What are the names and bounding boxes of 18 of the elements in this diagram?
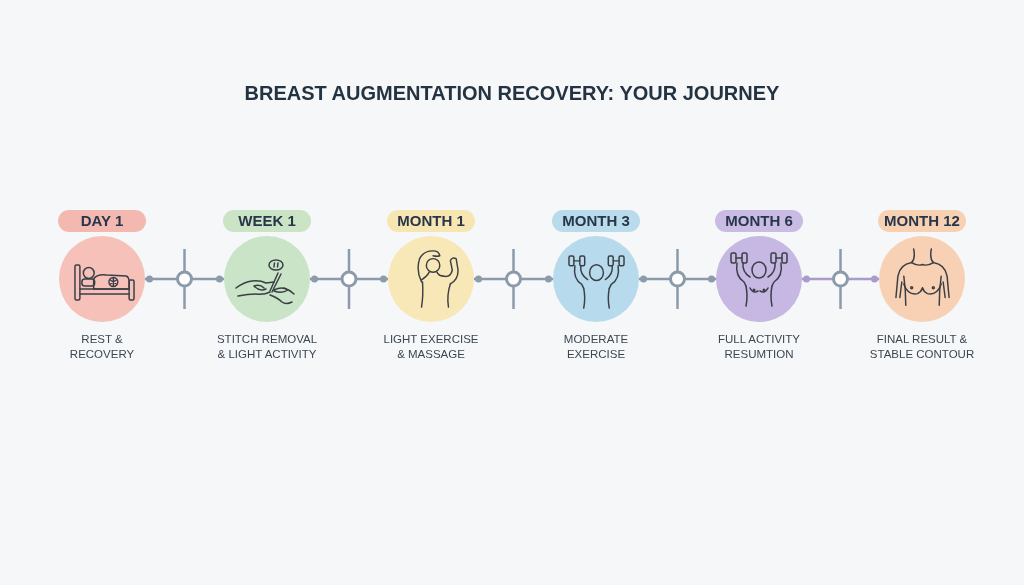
time-label-pill: MONTH 12 xyxy=(878,210,966,232)
connector-line xyxy=(145,275,224,283)
time-label-pill: DAY 1 xyxy=(58,210,146,232)
time-label-pill: MONTH 3 xyxy=(552,210,640,232)
stage-caption: STITCH REMOVAL & LIGHT ACTIVITY xyxy=(215,332,319,362)
stage-caption: MODERATE EXERCISE xyxy=(562,332,630,362)
time-label-pill: WEEK 1 xyxy=(223,210,311,232)
time-label-pill: MONTH 1 xyxy=(387,210,475,232)
stage-caption: FULL ACTIVITY RESUMTION xyxy=(717,332,801,362)
connector-line xyxy=(474,275,553,283)
connector-line xyxy=(639,275,716,283)
stage-caption: LIGHT EXERCISE & MASSAGE xyxy=(382,332,480,362)
connector-line xyxy=(802,275,879,283)
stage-caption: FINAL RESULT & STABLE CONTOUR xyxy=(868,332,976,362)
time-label-pill: MONTH 6 xyxy=(715,210,803,232)
diagram-title: BREAST AUGMENTATION RECOVERY: YOUR JOURNEY xyxy=(244,81,780,105)
connector-line xyxy=(310,275,388,283)
stage-caption: REST & RECOVERY xyxy=(68,332,136,362)
